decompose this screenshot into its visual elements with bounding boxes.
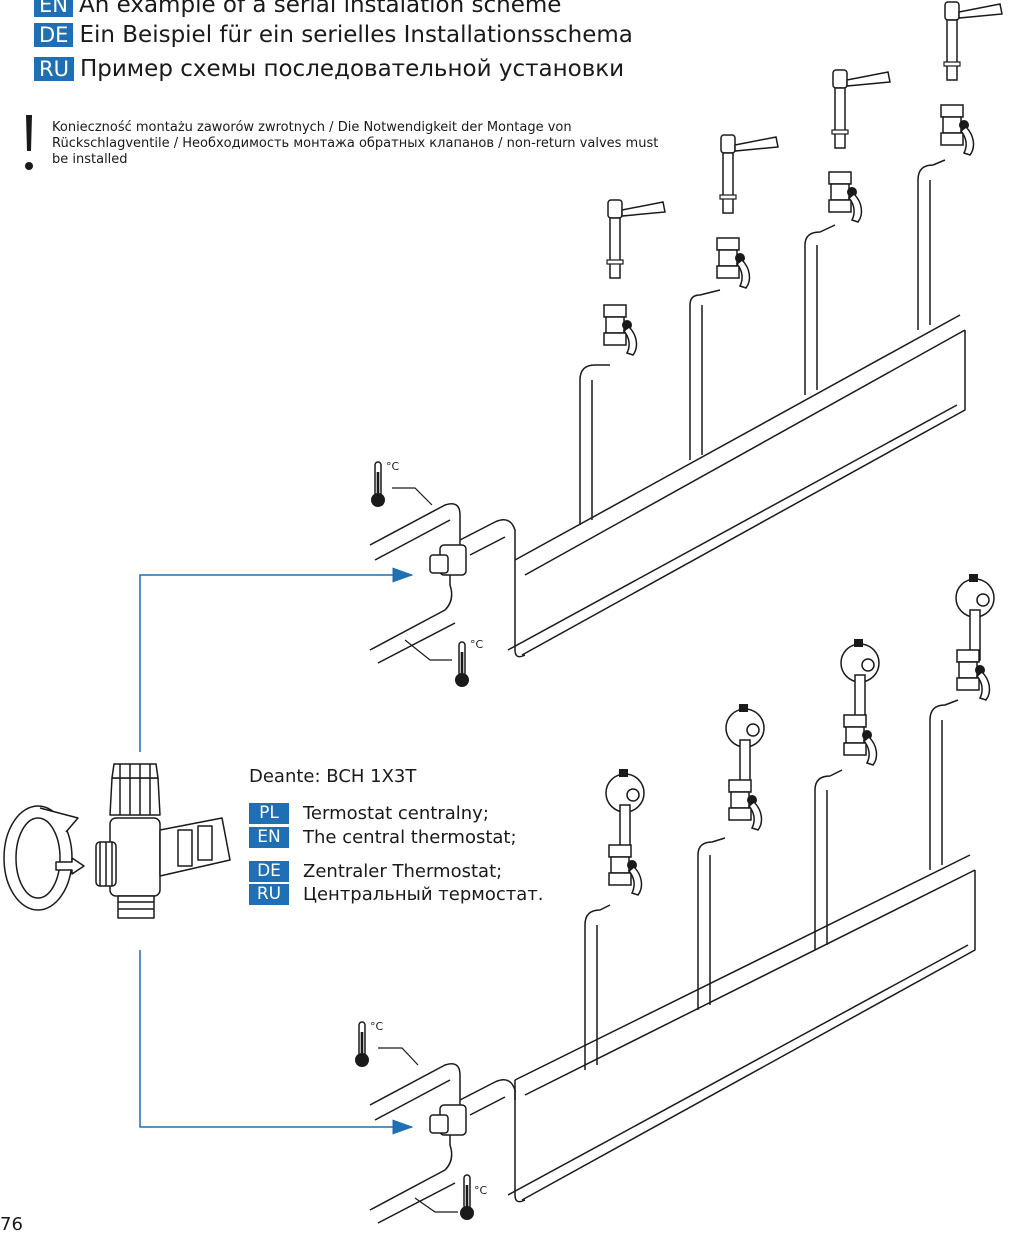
thermometer-icon [354,1021,370,1068]
round-tap-icon [840,638,880,726]
legend-text: Termostat centralny; [303,803,489,824]
legend-item-pl: PL Termostat centralny; [249,803,489,824]
lang-tag: DE [34,23,74,47]
round-tap-icon [605,768,645,856]
legend-text: Центральный термостат. [303,884,544,905]
warning-note: Konieczność montażu zaworów zwrotnych / … [52,120,659,167]
temp-unit-label: °C [474,1184,488,1197]
round-tap-icon [955,573,995,661]
thermometer-icon [370,461,386,508]
header-de: DE Ein Beispiel für ein serielles Instal… [34,22,633,48]
lang-tag: EN [249,827,289,848]
temp-unit-label: °C [386,460,400,473]
lever-tap-icon [943,1,1003,81]
legend-item-de: DE Zentraler Thermostat; [249,861,502,882]
legend-text: Zentraler Thermostat; [303,861,503,882]
connector-arrow-upper [139,567,414,752]
header-text: Пример схемы последовательной установки [79,56,625,82]
ball-valve-icon [956,649,991,701]
central-thermostat-illustration [3,763,231,919]
ball-valve-icon [843,714,878,766]
page-number: 76 [0,1214,23,1235]
lever-tap-icon [831,69,891,149]
legend-item-ru: RU Центральный термостат. [249,884,543,905]
lower-scheme [369,699,976,1224]
header-en: EN An example of a serial instalation sc… [34,0,561,18]
thermometer-icon [459,1174,475,1221]
legend-item-en: EN The central thermostat; [249,827,517,848]
round-tap-icon [725,703,765,791]
lang-tag: PL [249,803,289,824]
legend-text: The central thermostat; [303,827,517,848]
connector-arrow-lower [139,950,414,1135]
lang-tag: RU [34,57,74,81]
lang-tag: EN [34,0,73,17]
ball-valve-icon [716,237,751,289]
temp-unit-label: °C [370,1020,384,1033]
ball-valve-icon [940,104,975,156]
thermometer-icon [454,641,470,688]
lang-tag: RU [249,884,289,905]
lever-tap-icon [719,134,779,214]
lang-tag: DE [249,861,289,882]
ball-valve-icon [728,779,763,831]
lever-tap-icon [606,199,666,279]
exclamation-icon [25,115,33,170]
header-ru: RU Пример схемы последовательной установ… [34,56,624,82]
ball-valve-icon [603,304,638,356]
product-title: Deante: BCH 1X3T [249,766,417,787]
ball-valve-icon [828,171,863,223]
temp-unit-label: °C [470,638,484,651]
ball-valve-icon [608,844,643,896]
upper-scheme [369,159,966,664]
header-text: Ein Beispiel für ein serielles Installat… [79,22,633,48]
header-text: An example of a serial instalation schem… [78,0,562,18]
